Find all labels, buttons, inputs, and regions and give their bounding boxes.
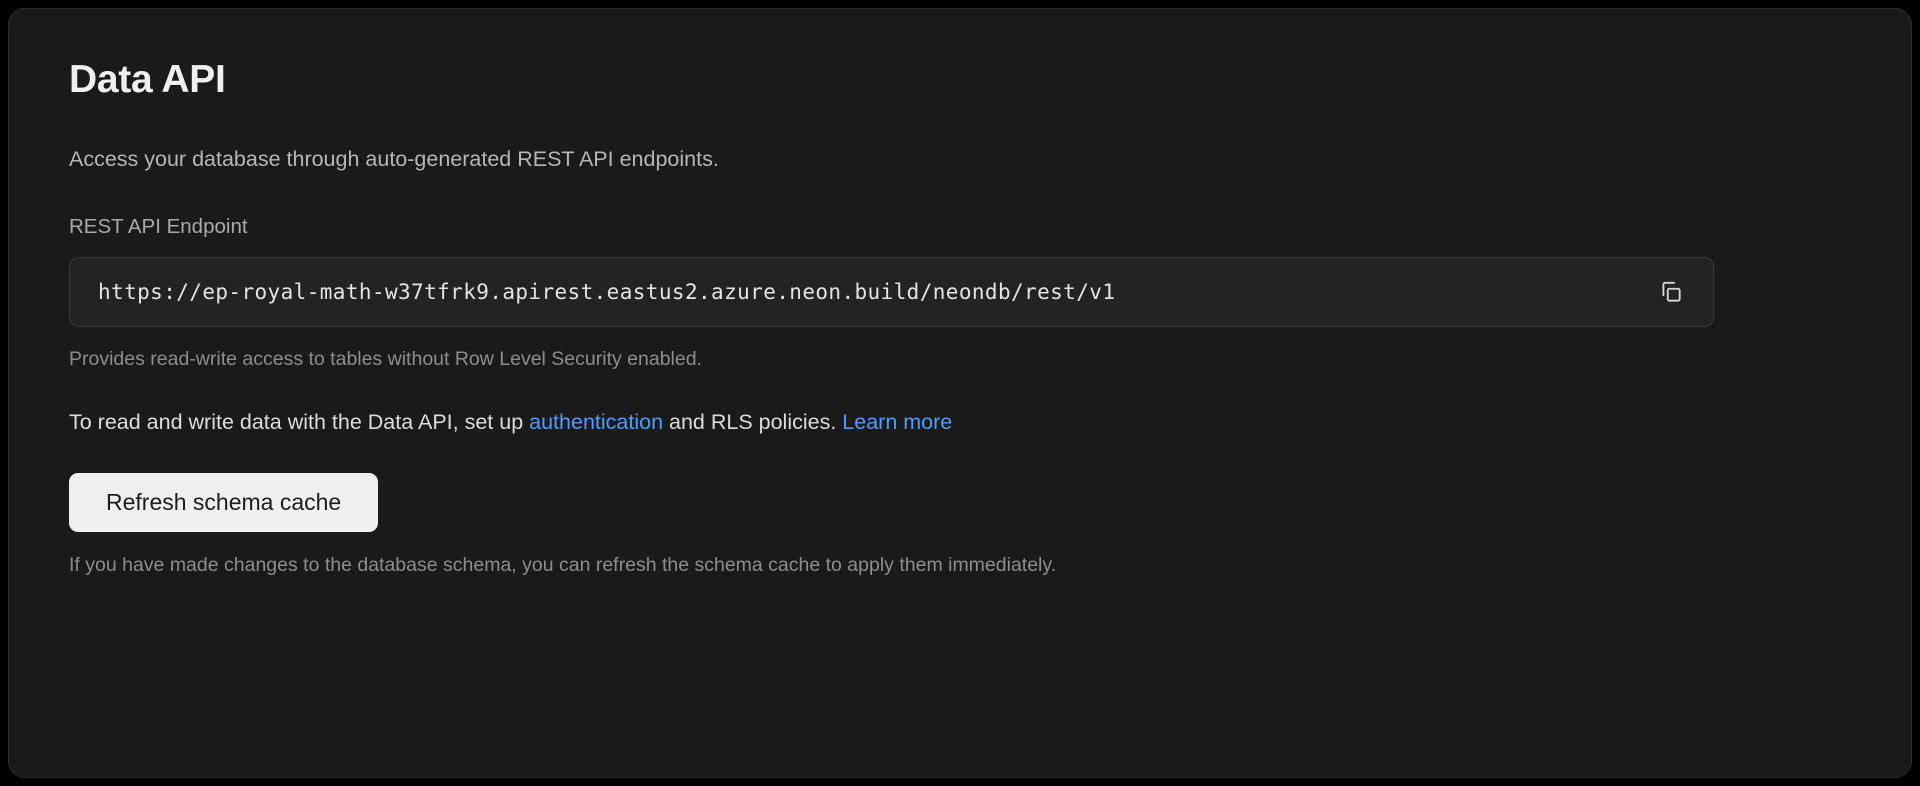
rest-api-endpoint-value[interactable]: https://ep-royal-math-w37tfrk9.apirest.e… (98, 279, 1116, 304)
page-title: Data API (69, 58, 226, 101)
data-api-card: Data API Access your database through au… (8, 8, 1912, 778)
card-content: Data API Access your database through au… (9, 9, 1911, 579)
refresh-footer-text: If you have made changes to the database… (69, 553, 1057, 576)
card-subtitle: Access your database through auto-genera… (69, 146, 719, 171)
rest-api-endpoint-field[interactable]: https://ep-royal-math-w37tfrk9.apirest.e… (69, 256, 1714, 327)
copy-icon (1658, 279, 1684, 305)
copy-endpoint-button[interactable] (1651, 272, 1691, 312)
info-paragraph: To read and write data with the Data API… (69, 407, 1851, 437)
authentication-link[interactable]: authentication (529, 409, 664, 434)
info-paragraph-part-1: To read and write data with the Data API… (69, 409, 530, 434)
learn-more-link[interactable]: Learn more (842, 409, 953, 434)
endpoint-helper-text: Provides read-write access to tables wit… (69, 347, 702, 370)
refresh-schema-cache-button[interactable]: Refresh schema cache (69, 473, 379, 532)
rest-api-endpoint-label: REST API Endpoint (69, 214, 248, 238)
info-paragraph-part-2: and RLS policies. (663, 409, 843, 434)
